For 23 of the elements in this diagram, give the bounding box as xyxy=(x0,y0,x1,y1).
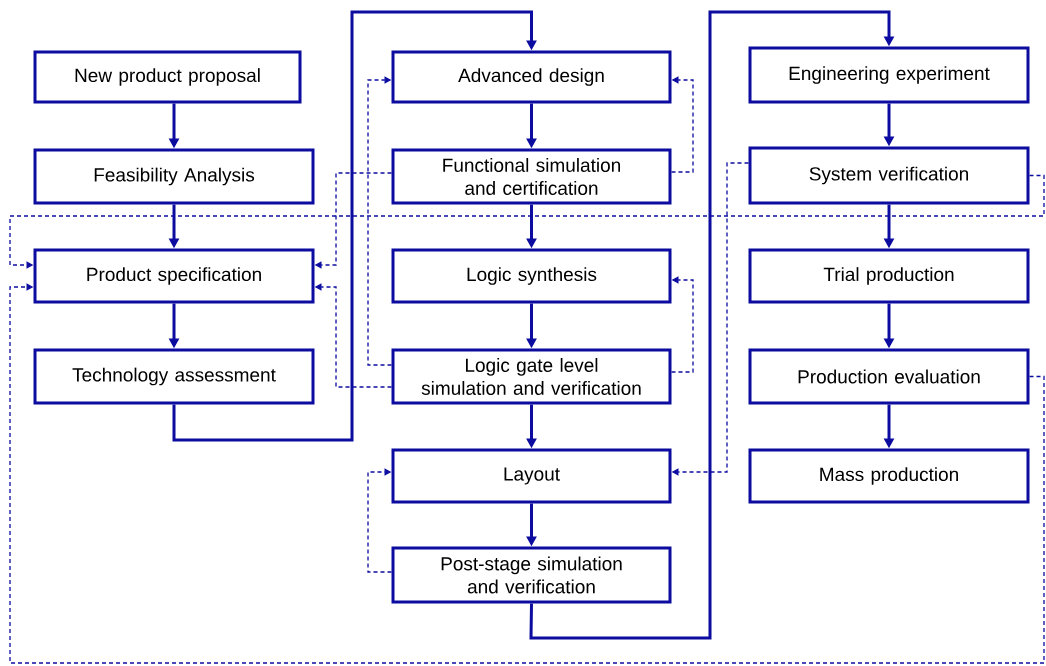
arrow xyxy=(172,10,537,442)
process-box: Post-stage simulation and verification xyxy=(391,546,672,604)
process-box: Advanced design xyxy=(391,50,672,104)
process-box: Functional simulation and certification xyxy=(391,148,672,205)
process-box: Feasibility Analysis xyxy=(33,148,315,205)
process-box: Logic synthesis xyxy=(391,248,672,304)
process-box: Technology assessment xyxy=(33,348,315,405)
arrow xyxy=(9,283,1045,664)
process-box: Product specification xyxy=(33,248,315,304)
arrow xyxy=(670,276,694,373)
process-box: Mass production xyxy=(748,448,1030,504)
process-box: Trial production xyxy=(748,248,1030,304)
arrow xyxy=(367,76,393,366)
process-box: Engineering experiment xyxy=(748,46,1030,104)
arrow xyxy=(367,468,393,573)
process-box: Layout xyxy=(391,448,672,504)
process-box: Production evaluation xyxy=(748,348,1030,405)
arrow xyxy=(529,10,895,640)
process-box: System verification xyxy=(748,146,1030,205)
process-box: Logic gate level simulation and verification xyxy=(391,348,672,405)
arrow xyxy=(670,76,694,173)
arrow xyxy=(9,174,1045,269)
process-box: New product proposal xyxy=(33,50,302,104)
